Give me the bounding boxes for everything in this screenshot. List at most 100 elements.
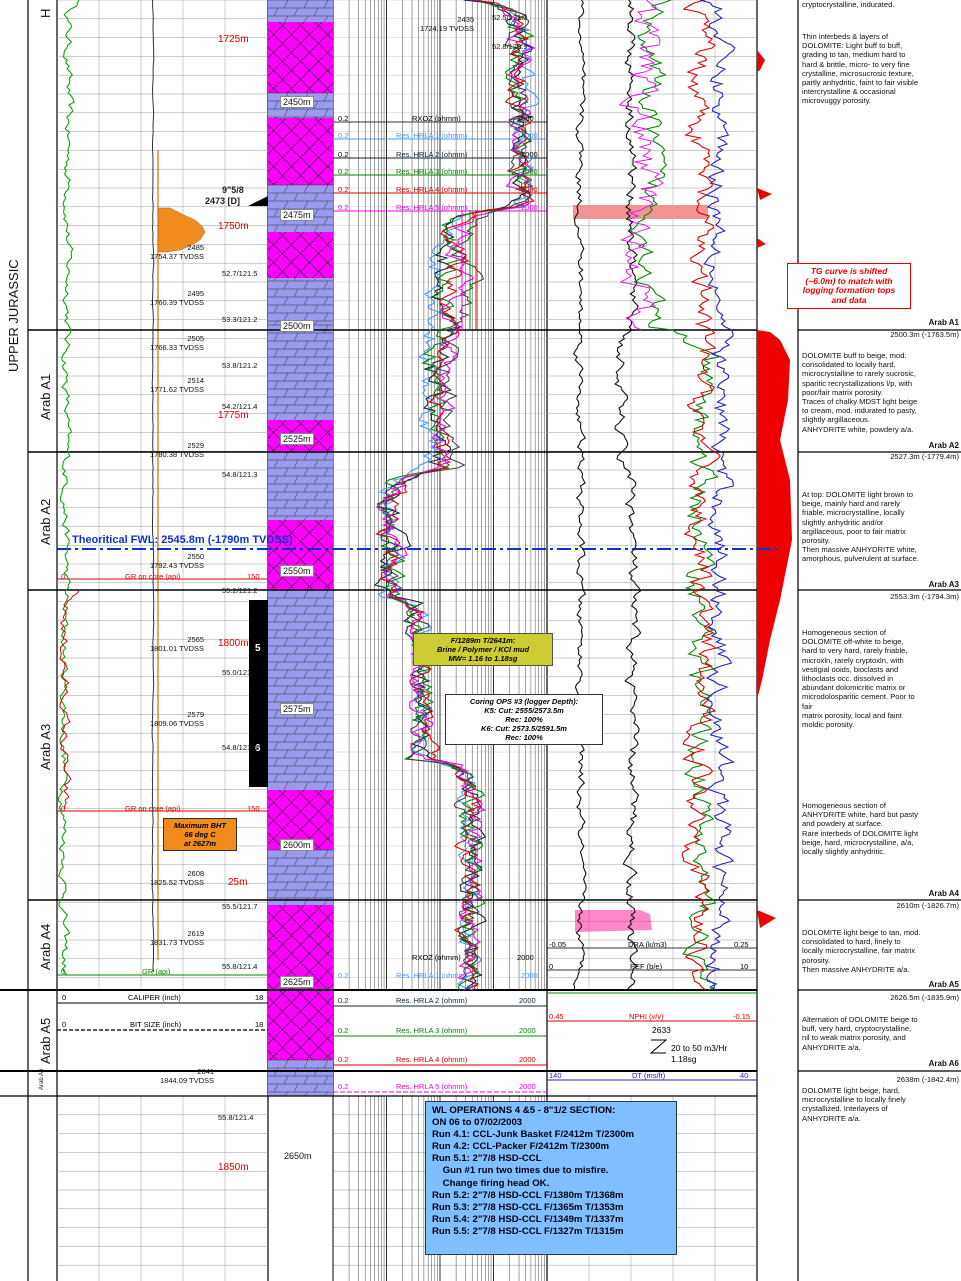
lithology-brick xyxy=(323,92,329,102)
lithology-brick xyxy=(273,475,279,485)
lithology-brick xyxy=(313,7,319,17)
md-2600: 2600m xyxy=(280,839,314,851)
nphi-label: NPHI (v/v) xyxy=(629,1012,664,1021)
mud-loss-symbol xyxy=(649,1039,668,1054)
lithology-brick xyxy=(293,677,299,687)
lithology-brick xyxy=(283,388,289,398)
lithology-dolomite xyxy=(268,452,333,520)
lithology-brick xyxy=(303,685,309,695)
rxoz-label-bottom: RXOZ (ohmm) xyxy=(412,953,461,962)
lithology-brick xyxy=(313,661,319,671)
lithology-hatch xyxy=(304,64,333,93)
unit-a6-name: Arab A6 xyxy=(928,1059,959,1068)
lithology-brick xyxy=(323,605,329,615)
lithology-brick xyxy=(273,857,279,867)
lithology-brick xyxy=(303,280,309,290)
lithology-hatch xyxy=(272,929,333,990)
lithology-hatch xyxy=(268,22,323,77)
lithology-brick xyxy=(323,749,329,759)
lithology-brick xyxy=(313,304,319,314)
pef-max: 10 xyxy=(740,962,749,971)
tvdss-1850: 1850m xyxy=(218,1162,249,1173)
md-2575: 2575m xyxy=(280,703,314,715)
lithology-brick xyxy=(323,280,329,290)
lithology-brick xyxy=(273,757,279,767)
lithology-brick xyxy=(293,741,299,751)
survey-2435-dip1: 52.5/121.0 xyxy=(492,13,528,22)
lithology-dolomite xyxy=(268,590,333,790)
lithology-brick xyxy=(273,741,279,751)
desc-arab-a1: DOLOMITE buff to beige, mod. consolidate… xyxy=(802,351,918,434)
lithology-brick xyxy=(303,356,309,366)
lithology-brick xyxy=(283,1059,289,1069)
lithology-brick xyxy=(323,589,329,599)
tg-peak xyxy=(157,207,206,253)
lithology-brick xyxy=(313,491,319,501)
lithology-hatch xyxy=(268,832,286,850)
lithology-brick xyxy=(273,192,279,202)
lithology-hatch xyxy=(268,905,323,960)
lithology-hatch xyxy=(275,232,323,278)
lithology-hatch xyxy=(271,420,305,452)
lithology-hatch xyxy=(314,118,333,137)
lithology-brick xyxy=(283,483,289,493)
lithology-brick xyxy=(273,873,279,883)
lithology-hatch xyxy=(269,996,333,1060)
lithology-brick xyxy=(323,733,329,743)
unit-a2-top: 2527.3m (-1779.4m) xyxy=(890,452,959,461)
lithology-brick xyxy=(313,597,319,607)
lithology-brick xyxy=(323,849,329,859)
lithology-brick xyxy=(303,296,309,306)
lithology-brick xyxy=(303,388,309,398)
hrla5-max-hdr: 2000 xyxy=(519,1082,536,1091)
dt-max: 40 xyxy=(740,1071,749,1080)
lithology-brick xyxy=(273,348,279,358)
survey-2619-dip: 55.8/121.4 xyxy=(222,962,258,971)
lithology-brick xyxy=(273,507,279,517)
lithology-hatch xyxy=(314,22,333,41)
lithology-brick xyxy=(303,483,309,493)
lithology-brick xyxy=(313,116,319,119)
hrla2-label-top: Res. HRLA 2 (ohmm) xyxy=(396,150,468,159)
lithology-brick xyxy=(273,629,279,639)
lithology-brick xyxy=(323,404,329,414)
lithology-brick xyxy=(313,709,319,719)
lithology-anhydrite xyxy=(268,905,333,990)
wl-line: Run 4.2: CCL-Packer F/2412m T/2300m xyxy=(432,1141,610,1153)
lithology-brick xyxy=(283,467,289,477)
nphi-red-curve xyxy=(681,0,721,991)
lithology-brick xyxy=(273,597,279,607)
density-fill xyxy=(573,205,708,219)
lithology-brick xyxy=(313,629,319,639)
lithology-brick xyxy=(313,741,319,751)
lithology-brick xyxy=(283,653,289,663)
lithology-brick xyxy=(293,288,299,298)
unit-a2-name: Arab A2 xyxy=(928,441,959,450)
lithology-brick xyxy=(303,108,309,118)
lithology-hatch xyxy=(293,238,333,278)
gr-bottom-min: 0 xyxy=(61,967,66,976)
mud-event-depth: 2633 xyxy=(652,1025,671,1035)
lithology-brick xyxy=(273,304,279,314)
lithology-brick xyxy=(323,717,329,727)
lithology-brick xyxy=(303,0,309,9)
lithology-brick xyxy=(283,451,289,461)
lithology-brick xyxy=(303,605,309,615)
lithology-hatch xyxy=(287,1014,333,1060)
lithology-brick xyxy=(313,645,319,655)
md-2500: 2500m xyxy=(280,320,314,332)
bitsize-label: BIT SIZE (inch) xyxy=(130,1020,182,1029)
lithology-hatch xyxy=(268,118,323,173)
lithology-hatch xyxy=(268,118,287,137)
lithology-brick xyxy=(283,499,289,509)
survey-2529-dip: 54.8/121.3 xyxy=(222,470,258,479)
lithology-brick xyxy=(323,108,329,118)
hrla1-max-top: 2000 xyxy=(521,131,538,140)
survey-2550-dip: 55.2/121.2 xyxy=(222,586,258,595)
dt-label: DT (ms/ft) xyxy=(632,1071,666,1080)
lithology-brick xyxy=(283,733,289,743)
lithology-brick xyxy=(313,348,319,358)
